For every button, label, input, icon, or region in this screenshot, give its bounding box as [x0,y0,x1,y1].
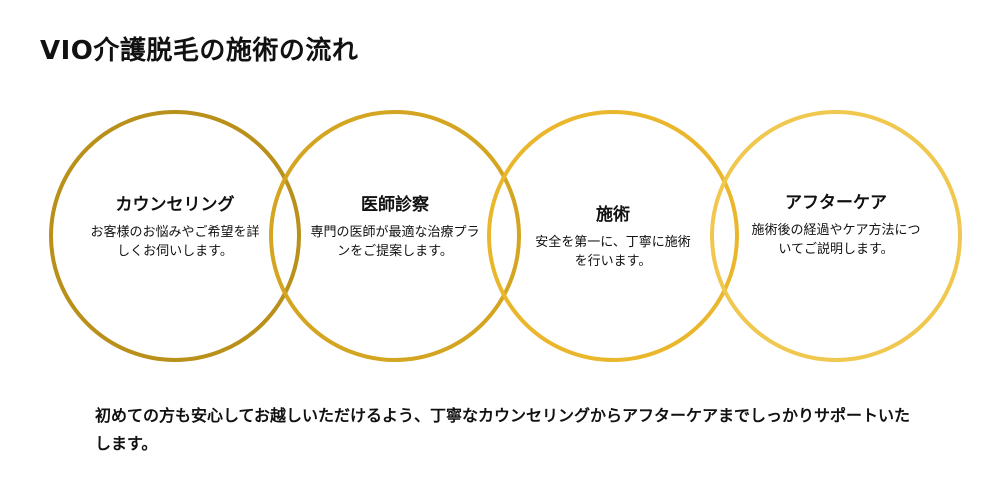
step-examination: 医師診察 専門の医師が最適な治療プランをご提案します。 [295,190,495,261]
step-circle-1 [49,110,301,362]
step-text: 専門の医師が最適な治療プランをご提案します。 [310,225,480,259]
step-circle-3 [487,110,739,362]
step-counseling: カウンセリング お客様のお悩みやご希望を詳しくお伺いします。 [75,190,275,261]
step-heading: 医師診察 [361,195,429,215]
step-circle-4 [710,110,962,362]
step-text: 施術後の経過やケア方法についてご説明します。 [751,223,921,257]
step-heading: カウンセリング [115,195,235,215]
step-aftercare: アフターケア 施術後の経過やケア方法についてご説明します。 [736,188,936,259]
step-heading: アフターケア [785,193,887,213]
page-title: VIO介護脱毛の施術の流れ [40,36,359,66]
step-text: お客様のお悩みやご希望を詳しくお伺いします。 [90,225,260,259]
step-treatment: 施術 安全を第一に、丁寧に施術を行います。 [513,200,713,271]
step-circle-2 [269,110,521,362]
step-heading: 施術 [596,205,630,225]
footer-note: 初めての方も安心してお越しいただけるよう、丁寧なカウンセリングからアフターケアま… [95,406,911,453]
step-text: 安全を第一に、丁寧に施術を行います。 [535,235,691,269]
